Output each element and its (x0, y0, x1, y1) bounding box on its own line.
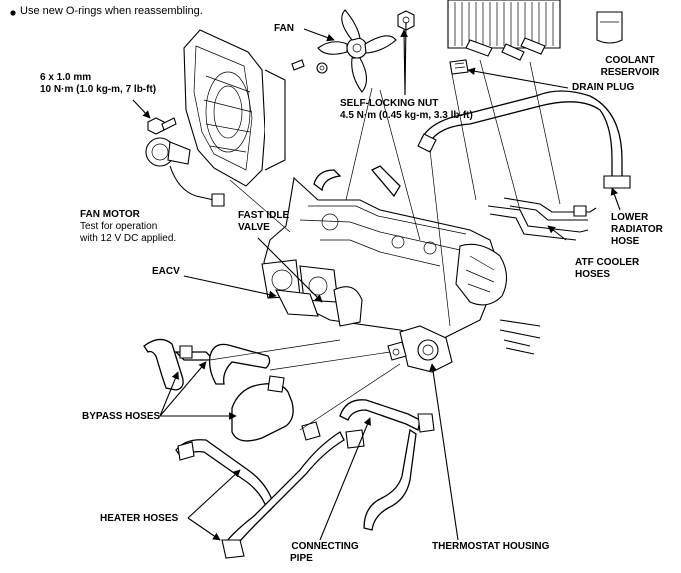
drain-plug-label: DRAIN PLUG (572, 82, 635, 93)
self-locking-nut-title: SELF-LOCKING NUT (340, 98, 439, 109)
fan-motor-title: FAN MOTOR (80, 209, 140, 220)
bolt-spec-torque: 10 N·m (1.0 kg-m, 7 lb-ft) (40, 84, 157, 95)
fan-label: FAN (274, 23, 294, 34)
bypass-hoses (143, 338, 294, 442)
fan-motor-note-1: Test for operation (80, 221, 158, 232)
atf-cooler-hoses-label-1: ATF COOLER (575, 257, 640, 268)
bypass-hoses-label: BYPASS HOSES (82, 411, 161, 422)
self-locking-nut (397, 10, 415, 31)
coolant-reservoir (596, 11, 623, 44)
heater-hoses (175, 421, 345, 559)
connecting-pipe-label-1: CONNECTING (291, 541, 359, 552)
cooling-fan (317, 9, 397, 93)
atf-cooler-hoses-label-2: HOSES (575, 269, 611, 280)
fan-washer (316, 62, 328, 74)
bolt-spec-size: 6 x 1.0 mm (40, 72, 92, 83)
leader-lines (132, 21, 621, 541)
coolant-reservoir-label-2: RESERVOIR (600, 67, 660, 78)
heater-hoses-label: HEATER HOSES (100, 513, 179, 524)
small-hose-top (313, 165, 401, 198)
connecting-pipe (339, 399, 435, 449)
lower-radiator-hose-label-2: RADIATOR (611, 224, 663, 235)
note-text: Use new O-rings when reassembling. (20, 5, 203, 17)
radiator (447, 0, 561, 61)
fast-idle-valve-label-1: FAST IDLE (238, 210, 290, 221)
lower-radiator-hose-label-1: LOWER (611, 212, 649, 223)
fan-motor (145, 137, 225, 207)
connecting-pipe-label-2: PIPE (290, 553, 313, 564)
fan-motor-note-2: with 12 V DC applied. (80, 233, 177, 244)
lower-radiator-hose-label-3: HOSE (611, 236, 640, 247)
coolant-reservoir-label-1: COOLANT (605, 55, 655, 66)
self-locking-nut-torque: 4.5 N·m (0.45 kg-m, 3.3 lb-ft) (340, 110, 473, 121)
fan-shroud (183, 29, 286, 187)
fast-idle-valve-label-2: VALVE (238, 222, 270, 233)
note-bullet (10, 10, 16, 16)
fan-bolt (291, 59, 305, 71)
drain-plug (449, 59, 469, 75)
lower-hose (363, 428, 417, 531)
upper-hose (417, 90, 631, 189)
eacv-label: EACV (152, 266, 180, 277)
atf-cooler-hoses (487, 197, 597, 355)
thermostat-housing (387, 325, 453, 373)
engine-block (261, 176, 508, 341)
thermostat-housing-label: THERMOSTAT HOUSING (432, 541, 550, 552)
shroud-bolt (147, 117, 177, 135)
